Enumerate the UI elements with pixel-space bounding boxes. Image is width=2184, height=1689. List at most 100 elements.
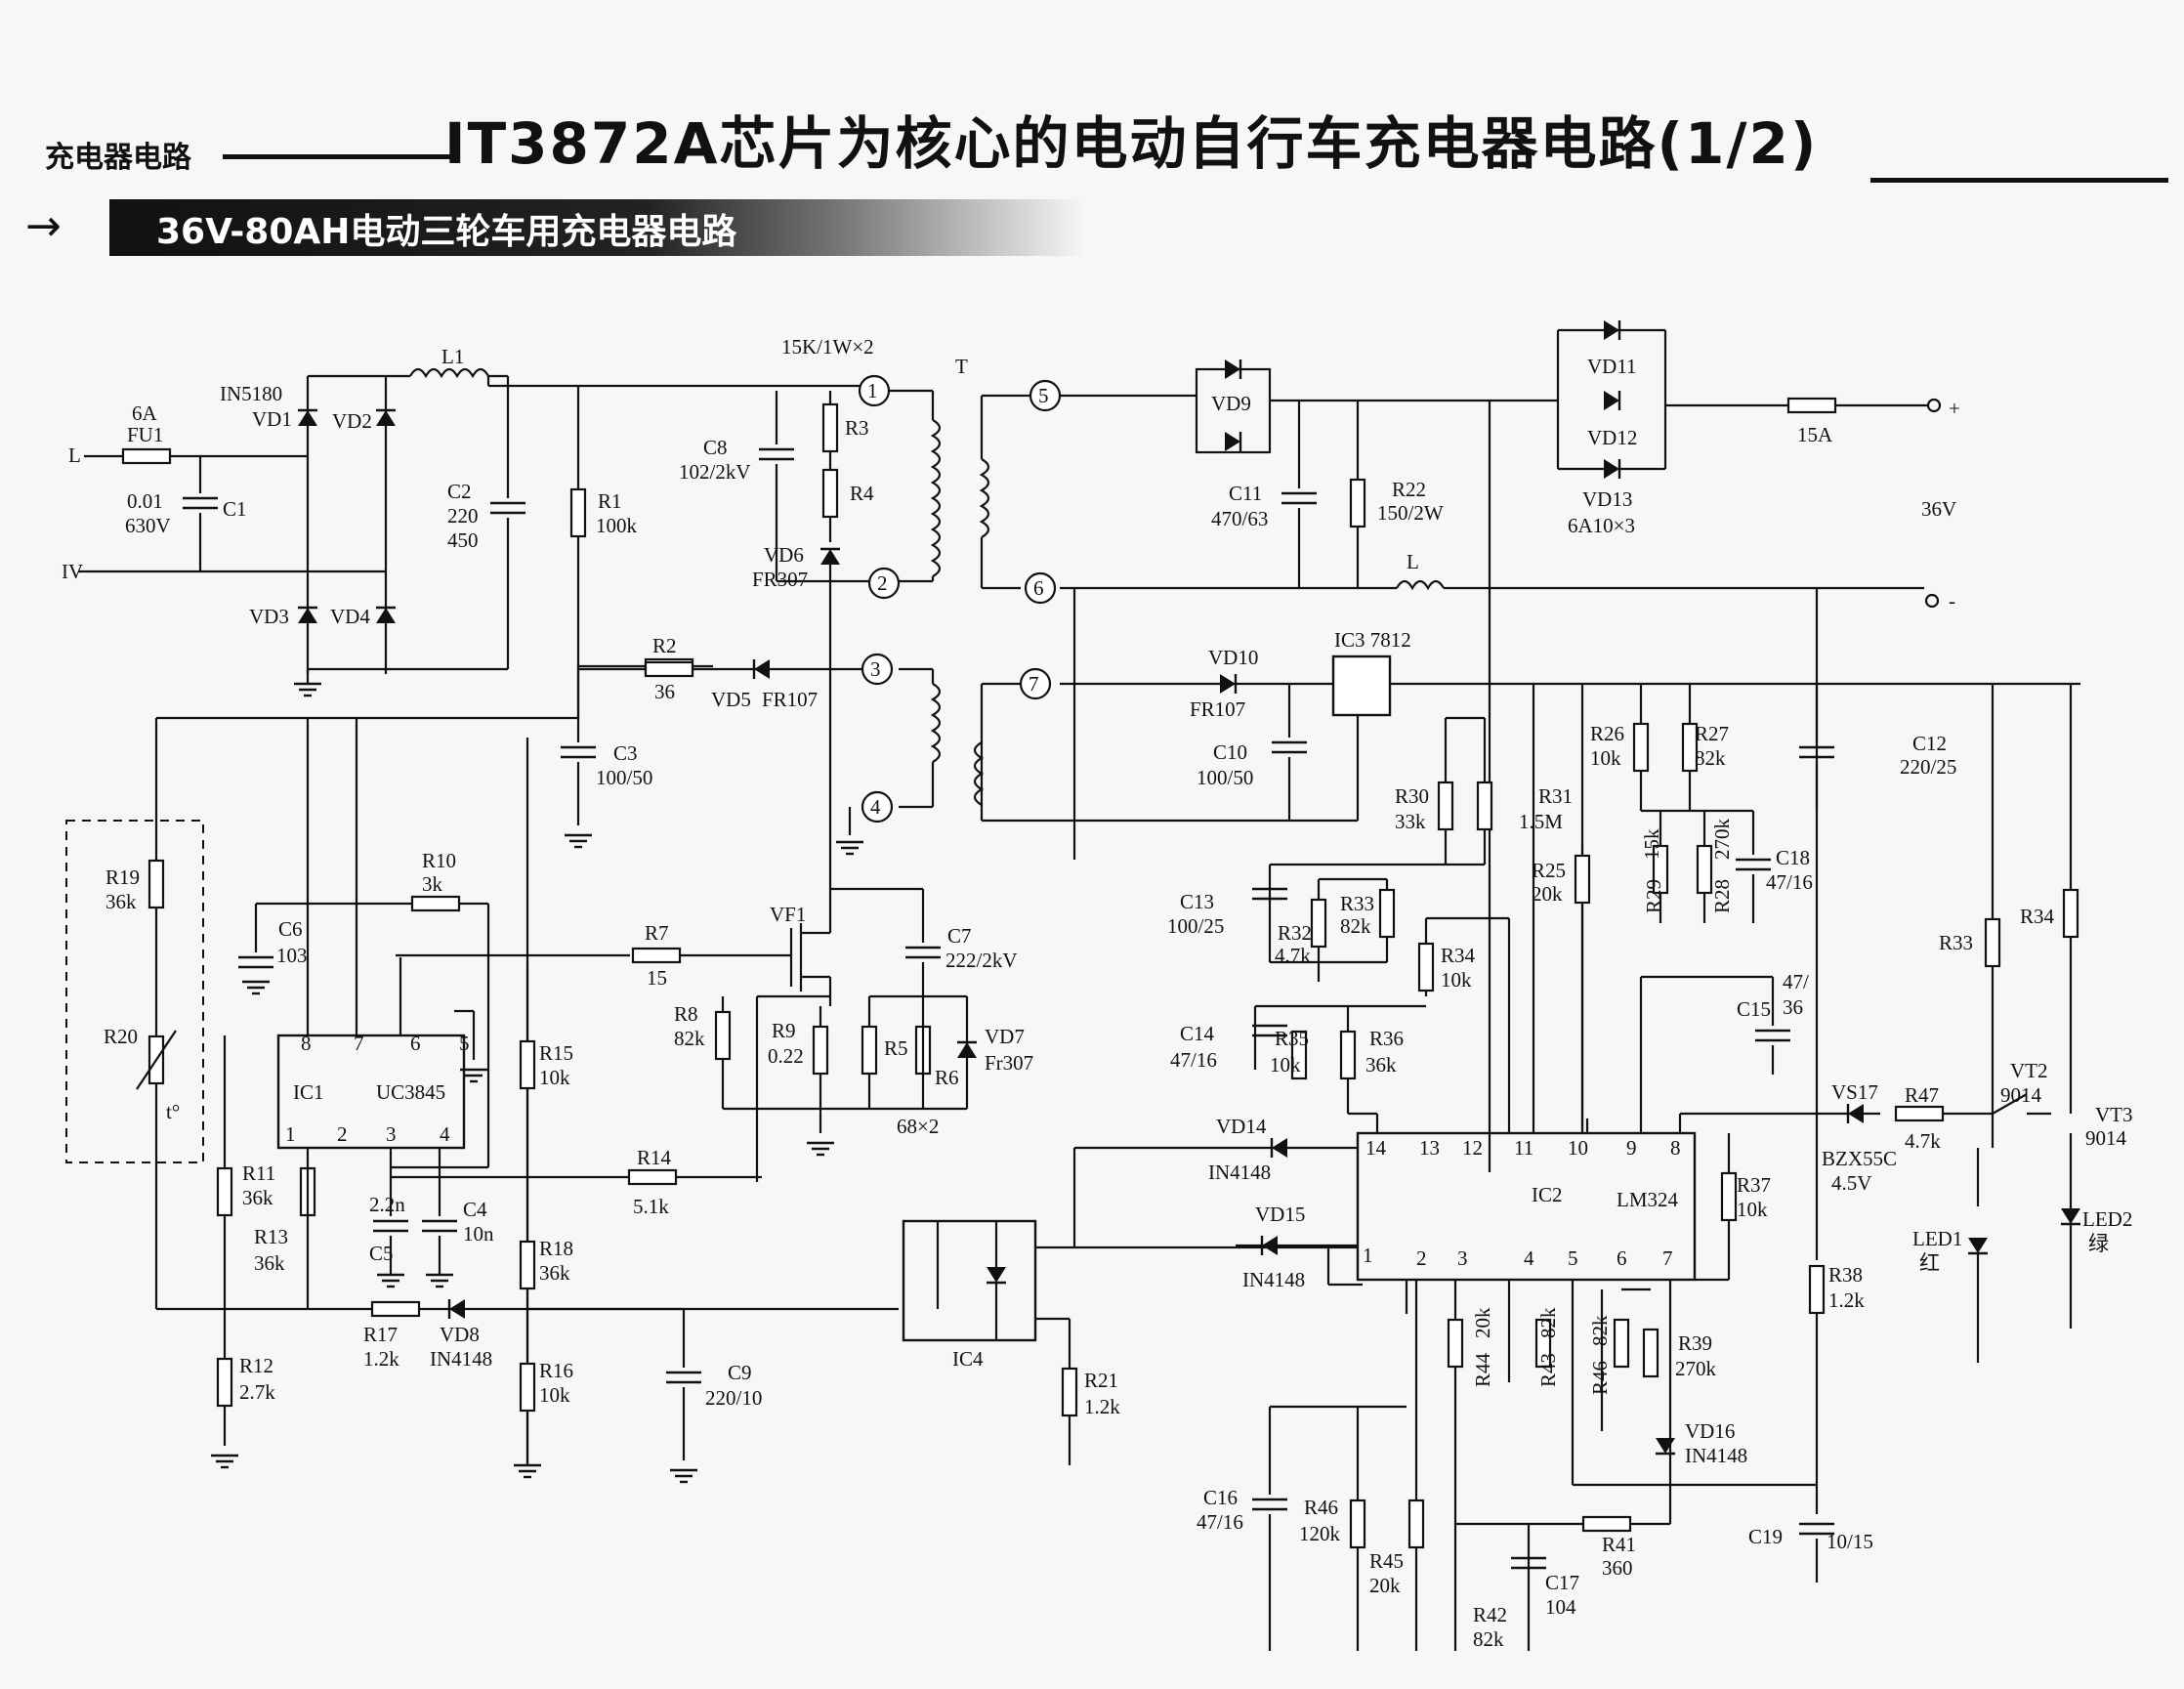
label-p2: 2: [1416, 1246, 1427, 1270]
label-VD9: VD9: [1211, 392, 1251, 415]
label-C2-v1: 220: [447, 504, 479, 528]
label-C16: C16: [1203, 1486, 1238, 1509]
label-IN5180: IN5180: [220, 382, 282, 405]
label-R41: R41: [1602, 1533, 1636, 1556]
label-C7-val: 222/2kV: [945, 949, 1018, 972]
label-T: T: [955, 355, 968, 378]
label-R7-val: 15: [647, 966, 667, 990]
label-VD4: VD4: [330, 605, 370, 628]
label-C10-val: 100/50: [1197, 766, 1253, 789]
label-R17-val: 1.2k: [363, 1347, 399, 1371]
label-C2-v2: 450: [447, 528, 479, 552]
label-VD13-val: 6A10×3: [1568, 514, 1635, 537]
label-C4: C4: [463, 1198, 487, 1221]
label-LM324: LM324: [1617, 1188, 1679, 1211]
label-C9-val: 220/10: [705, 1386, 762, 1410]
label-p14: 14: [1365, 1136, 1387, 1160]
node-3: 3: [870, 657, 881, 681]
node-6: 6: [1033, 576, 1044, 600]
label-C1-val1: 0.01: [127, 489, 163, 513]
label-R29: R29: [1642, 879, 1665, 913]
section-label: 充电器电路: [45, 141, 191, 175]
label-p7: 7: [1662, 1246, 1673, 1270]
label-R34a: R34: [1441, 944, 1476, 967]
label-ic1-p8: 8: [301, 1032, 312, 1055]
label-fuse-rating: 6A: [132, 401, 158, 425]
label-p13: 13: [1419, 1136, 1440, 1160]
label-VD1: VD1: [252, 407, 292, 431]
label-VT2-val: 9014: [2000, 1083, 2042, 1107]
label-R28-val: 270k: [1710, 819, 1734, 861]
label-C2: C2: [447, 480, 472, 503]
label-R37: R37: [1737, 1173, 1771, 1197]
label-R16: R16: [539, 1359, 573, 1382]
label-R36: R36: [1369, 1027, 1404, 1050]
label-R43-val: 82k: [1536, 1307, 1560, 1338]
label-R46b: R46: [1588, 1361, 1612, 1395]
label-R17: R17: [363, 1323, 398, 1346]
label-R44-val: 20k: [1471, 1307, 1494, 1338]
header-rule-left: [223, 154, 452, 159]
label-R33a-val: 82k: [1340, 914, 1371, 938]
label-p4: 4: [1524, 1246, 1534, 1270]
optocoupler: [902, 1219, 1358, 1465]
label-VD7: VD7: [985, 1025, 1025, 1048]
label-R19-val: 36k: [105, 890, 137, 913]
label-C6-val: 103: [276, 944, 308, 967]
label-VD10-val: FR107: [1190, 697, 1245, 721]
label-R44: R44: [1471, 1352, 1494, 1387]
label-R18-val: 36k: [539, 1261, 570, 1285]
label-C19: C19: [1748, 1525, 1783, 1548]
label-R8-val: 82k: [674, 1027, 705, 1050]
label-R33b: R33: [1939, 931, 1973, 954]
label-R46-val: 120k: [1299, 1522, 1341, 1545]
label-C5: C5: [369, 1242, 394, 1265]
label-VT3-val: 9014: [2085, 1126, 2127, 1150]
label-p10: 10: [1568, 1136, 1588, 1160]
label-p6: 6: [1617, 1246, 1627, 1270]
label-p11: 11: [1514, 1136, 1533, 1160]
label-R14: R14: [637, 1146, 672, 1169]
label-R13: R13: [254, 1225, 288, 1248]
label-R42: R42: [1473, 1603, 1507, 1626]
label-R33a: R33: [1340, 892, 1374, 915]
label-R1-val: 100k: [596, 514, 638, 537]
label-C9: C9: [728, 1361, 752, 1384]
ic2-region: [1072, 588, 2082, 1651]
label-VD15-val: IN4148: [1242, 1268, 1305, 1291]
thermistor-box: [65, 820, 204, 1163]
label-R26-val: 10k: [1590, 746, 1621, 770]
label-C16-val: 47/16: [1197, 1510, 1243, 1534]
label-R35: R35: [1275, 1027, 1309, 1050]
label-R45: R45: [1369, 1549, 1404, 1573]
subtitle-banner: [109, 199, 1086, 256]
label-R21: R21: [1084, 1369, 1118, 1392]
label-R8: R8: [674, 1002, 698, 1026]
label-C5-val: 2.2n: [369, 1193, 405, 1216]
label-R7: R7: [645, 921, 669, 945]
label-VD16: VD16: [1685, 1419, 1735, 1443]
label-C18-val: 47/16: [1766, 870, 1813, 894]
label-C19-val: 10/15: [1827, 1530, 1873, 1553]
label-C12: C12: [1912, 732, 1947, 755]
transformer-nodes: 1 2 3 4 5 6 7: [858, 374, 1062, 823]
label-plus: +: [1949, 397, 1960, 420]
label-R14-val: 5.1k: [633, 1195, 669, 1218]
label-C3: C3: [613, 741, 638, 765]
ic2-box: [1356, 1131, 1697, 1282]
label-R20: R20: [104, 1025, 138, 1048]
label-C11-val: 470/63: [1211, 507, 1268, 530]
label-R18: R18: [539, 1237, 573, 1260]
label-R28: R28: [1710, 879, 1734, 913]
label-VS17-val2: 4.5V: [1831, 1171, 1871, 1195]
label-VD5-val: FR107: [762, 688, 818, 711]
label-IC4: IC4: [952, 1347, 984, 1371]
label-C8: C8: [703, 436, 728, 459]
node-4: 4: [870, 795, 881, 819]
label-R34a-val: 10k: [1441, 968, 1472, 992]
label-p3: 3: [1457, 1246, 1468, 1270]
label-C13: C13: [1180, 890, 1214, 913]
ic1-box: [276, 1034, 466, 1150]
label-VD13: VD13: [1582, 487, 1632, 511]
